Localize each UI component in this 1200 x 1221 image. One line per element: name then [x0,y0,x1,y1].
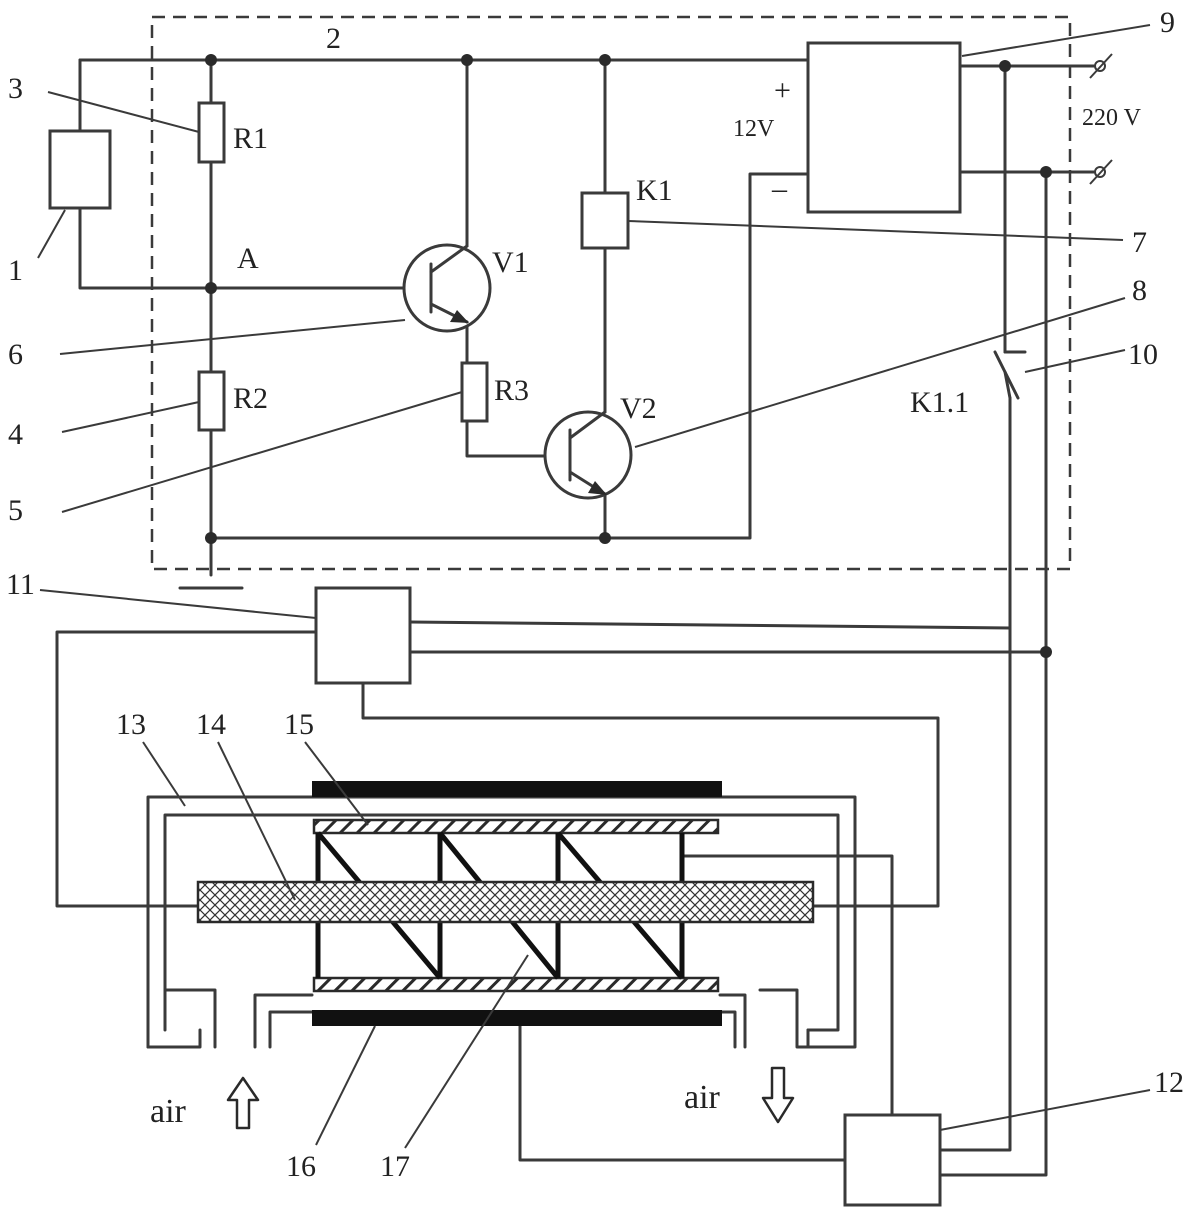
callout-1: 1 [8,254,23,287]
power-supply-9 [806,41,962,214]
terminal-220v-icon [1089,53,1113,185]
sensor-box-12 [843,1113,942,1207]
label-220v: 220 V [1082,105,1142,131]
callout-14: 14 [196,708,226,741]
callout-4: 4 [8,418,23,451]
label-r2: R2 [233,382,268,415]
control-circuit-wires [55,58,1102,1177]
insulating-tube-top-15 [312,818,720,835]
resistor-r1 [197,101,226,164]
label-k1-1: K1.1 [910,386,969,419]
label-v2: V2 [620,392,657,425]
label-r3: R3 [494,374,529,407]
callout-5: 5 [8,494,23,527]
clamp-bar-bottom-16 [312,1010,722,1026]
label-12v: 12V [733,116,775,142]
arrow-down-icon [761,1066,795,1124]
callout-7: 7 [1132,226,1147,259]
regulator-box-11 [314,586,412,685]
label-plus: + [774,74,791,107]
callout-10: 10 [1128,338,1158,371]
transistor-v1 [402,243,492,333]
arrow-up-icon [226,1076,260,1130]
callout-15: 15 [284,708,314,741]
callout-leaders [37,24,1151,1149]
callout-16: 16 [286,1150,316,1183]
transistor-v2 [543,410,633,500]
label-node-a: A [237,242,259,275]
switch-k1-1 [993,350,1027,400]
callout-6: 6 [8,338,23,371]
heating-rod-14 [196,880,815,924]
label-r1: R1 [233,122,268,155]
callout-3: 3 [8,72,23,105]
sensor-box-1 [48,129,112,210]
junction-dots [205,54,1052,658]
callout-2: 2 [326,22,341,55]
heater-housing-13 [146,795,857,1049]
label-k1: K1 [636,174,673,207]
label-air-out: air [684,1079,721,1116]
label-v1: V1 [492,246,529,279]
callout-8: 8 [1132,274,1147,307]
callout-17: 17 [380,1150,410,1183]
insulating-tube-bottom [312,976,720,993]
callout-12: 12 [1154,1066,1184,1099]
resistor-r2 [197,370,226,432]
callout-11: 11 [6,568,35,601]
label-minus: – [771,172,788,205]
relay-coil-k1 [580,191,630,250]
resistor-r3 [460,361,489,423]
callout-9: 9 [1160,6,1175,39]
clamp-bar-top [312,781,722,797]
callout-13: 13 [116,708,146,741]
label-air-in: air [150,1093,187,1130]
